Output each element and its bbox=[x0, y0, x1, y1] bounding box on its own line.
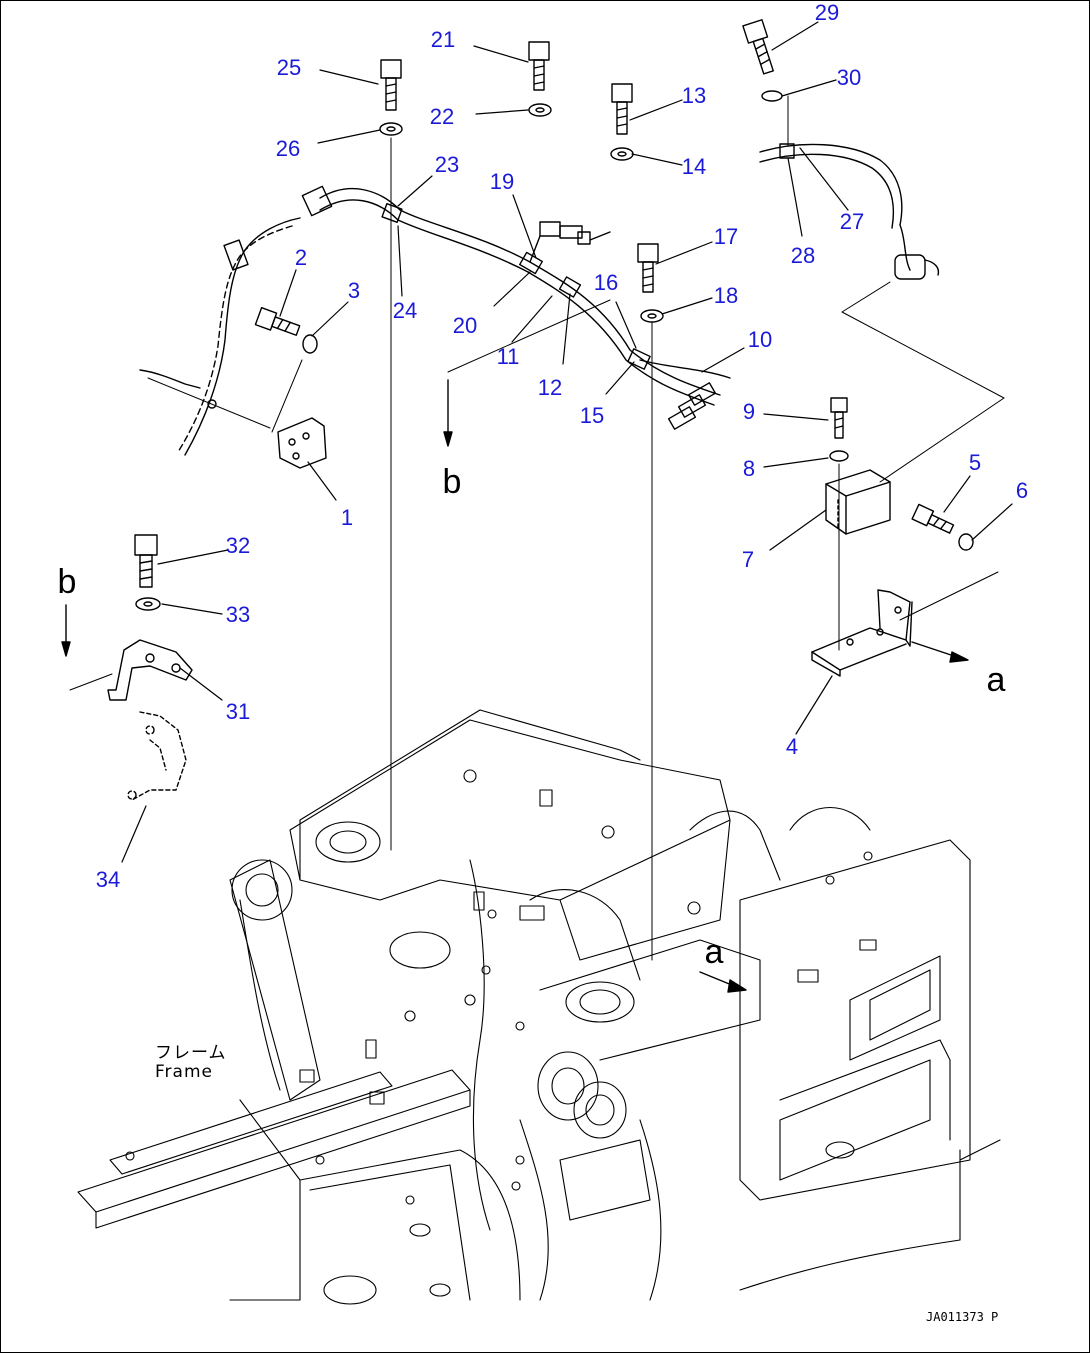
nut-6 bbox=[958, 533, 974, 551]
washer-26 bbox=[379, 122, 403, 136]
callout-part-27: 27 bbox=[839, 209, 865, 234]
callout-part-12: 12 bbox=[537, 375, 563, 400]
callout-part-8: 8 bbox=[742, 456, 756, 481]
callout-part-18: 18 bbox=[713, 283, 739, 308]
callout-part-34: 34 bbox=[95, 867, 121, 892]
connector-ends-10 bbox=[667, 382, 717, 430]
washer-30 bbox=[761, 90, 783, 102]
callout-part-2: 2 bbox=[294, 245, 308, 270]
callout-part-19: 19 bbox=[489, 169, 515, 194]
callout-part-20: 20 bbox=[452, 313, 478, 338]
callout-part-16: 16 bbox=[593, 270, 619, 295]
callout-part-24: 24 bbox=[392, 298, 418, 323]
drawing-number: JA011373 P bbox=[926, 1310, 999, 1324]
callout-part-28: 28 bbox=[790, 243, 816, 268]
washer-8 bbox=[829, 450, 849, 462]
callout-part-4: 4 bbox=[785, 734, 799, 759]
bolt-5 bbox=[911, 503, 955, 534]
bolt-21 bbox=[528, 41, 550, 91]
callout-part-25: 25 bbox=[276, 55, 302, 80]
clip-31 bbox=[107, 639, 193, 701]
bolt-2 bbox=[254, 306, 301, 336]
callout-part-5: 5 bbox=[968, 450, 982, 475]
callout-part-15: 15 bbox=[579, 403, 605, 428]
callout-part-1: 1 bbox=[340, 505, 354, 530]
callout-part-17: 17 bbox=[713, 224, 739, 249]
right-hose-27 bbox=[759, 143, 940, 280]
view-arrows bbox=[61, 379, 969, 993]
hose-clamps bbox=[381, 202, 651, 370]
callout-part-29: 29 bbox=[814, 0, 840, 25]
view-ref-a-lower: a bbox=[704, 933, 724, 971]
bolt-25 bbox=[380, 59, 402, 111]
bolt-13 bbox=[611, 83, 633, 135]
callout-part-21: 21 bbox=[430, 27, 456, 52]
bracket-34 bbox=[127, 711, 187, 801]
callout-part-7: 7 bbox=[741, 547, 755, 572]
callout-part-33: 33 bbox=[225, 602, 251, 627]
callout-part-10: 10 bbox=[747, 327, 773, 352]
washer-14 bbox=[610, 147, 634, 161]
nut-3 bbox=[302, 334, 318, 354]
relay-box-7 bbox=[825, 469, 891, 535]
callout-part-14: 14 bbox=[681, 154, 707, 179]
callout-part-23: 23 bbox=[434, 152, 460, 177]
callout-part-9: 9 bbox=[742, 399, 756, 424]
leader-lines bbox=[121, 21, 1013, 863]
view-ref-a-right: a bbox=[986, 661, 1006, 699]
left-hose bbox=[139, 217, 301, 456]
view-ref-b-left: b bbox=[57, 563, 77, 601]
view-ref-b-upper: b bbox=[442, 463, 462, 501]
frame-label-jp: フレーム bbox=[155, 1043, 227, 1063]
bolt-32 bbox=[134, 534, 158, 588]
connector-cluster bbox=[529, 221, 611, 263]
bolt-29 bbox=[742, 19, 774, 75]
bracket-4 bbox=[811, 589, 913, 677]
bolt-9 bbox=[830, 397, 848, 439]
washer-22 bbox=[528, 103, 552, 117]
callout-part-31: 31 bbox=[225, 699, 251, 724]
washer-33 bbox=[135, 597, 161, 611]
callout-part-3: 3 bbox=[347, 278, 361, 303]
frame-label: フレーム Frame bbox=[155, 1044, 227, 1081]
callout-part-6: 6 bbox=[1015, 478, 1029, 503]
view-lines bbox=[69, 95, 1005, 961]
bolt-17 bbox=[637, 243, 659, 293]
machine-frame bbox=[77, 709, 1001, 1305]
callout-part-32: 32 bbox=[225, 533, 251, 558]
callout-part-13: 13 bbox=[681, 83, 707, 108]
hose-assembly-main bbox=[301, 185, 731, 406]
washer-18 bbox=[640, 309, 664, 323]
callout-part-11: 11 bbox=[496, 344, 520, 369]
frame-label-en: Frame bbox=[155, 1061, 213, 1082]
bracket-1 bbox=[277, 417, 327, 469]
callout-part-26: 26 bbox=[275, 136, 301, 161]
callout-part-22: 22 bbox=[429, 104, 455, 129]
callout-part-30: 30 bbox=[836, 65, 862, 90]
